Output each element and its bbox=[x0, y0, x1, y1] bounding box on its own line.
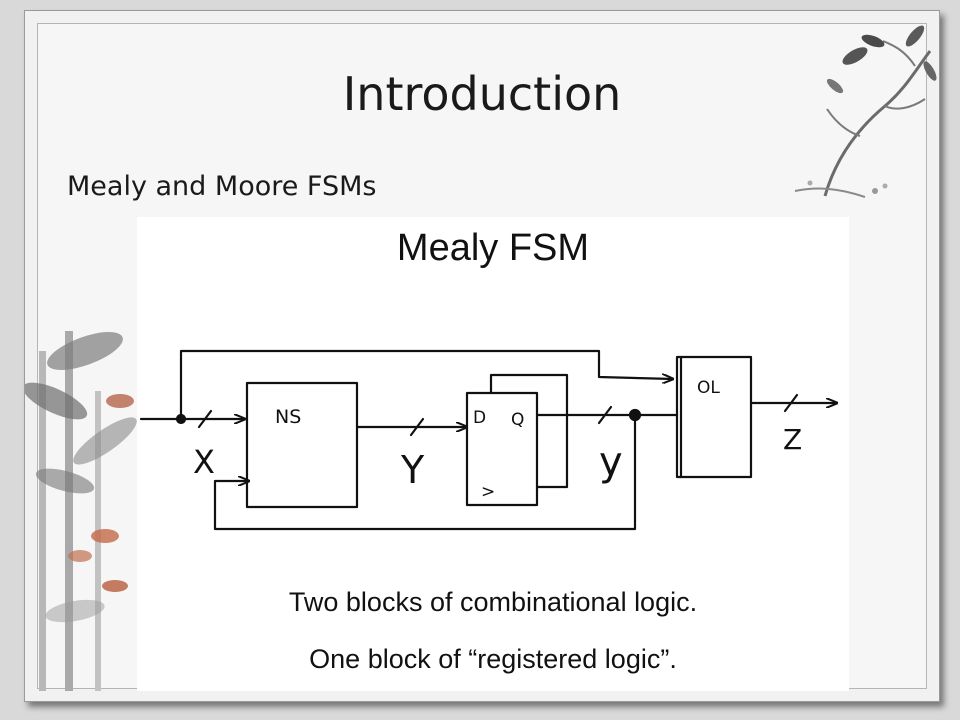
ns-block-label: NS bbox=[275, 406, 301, 428]
figure-title: Mealy FSM bbox=[396, 227, 590, 269]
caption-line-2: One block of “registered logic”. bbox=[309, 644, 677, 674]
present-state-y-label: y bbox=[599, 439, 623, 485]
ol-block bbox=[675, 355, 753, 479]
branch-decoration-top-right bbox=[794, 25, 937, 198]
register-q-label: Q bbox=[511, 410, 524, 430]
slide-title: Introduction bbox=[342, 67, 622, 121]
mealy-fsm-diagram: NS D Q > OL X Y y Z bbox=[139, 349, 839, 531]
mealy-fsm-figure: Mealy FSM bbox=[137, 217, 849, 691]
next-state-y-label: Y bbox=[400, 448, 425, 492]
output-z-label: Z bbox=[783, 423, 802, 456]
input-to-ol-wire bbox=[179, 349, 673, 421]
register-d-label: D bbox=[473, 408, 486, 428]
bamboo-decoration-left bbox=[25, 331, 137, 691]
register-block bbox=[465, 391, 539, 507]
register-clk-label: > bbox=[481, 482, 495, 502]
slide-subtitle: Mealy and Moore FSMs bbox=[67, 171, 377, 202]
input-x-label: X bbox=[193, 443, 215, 481]
caption-line-1: Two blocks of combinational logic. bbox=[288, 587, 698, 617]
slide: Introduction Mealy and Moore FSMs Mealy … bbox=[24, 10, 940, 702]
feedback-wire bbox=[213, 413, 637, 531]
ns-block bbox=[245, 381, 359, 509]
ol-block-label: OL bbox=[697, 378, 720, 398]
